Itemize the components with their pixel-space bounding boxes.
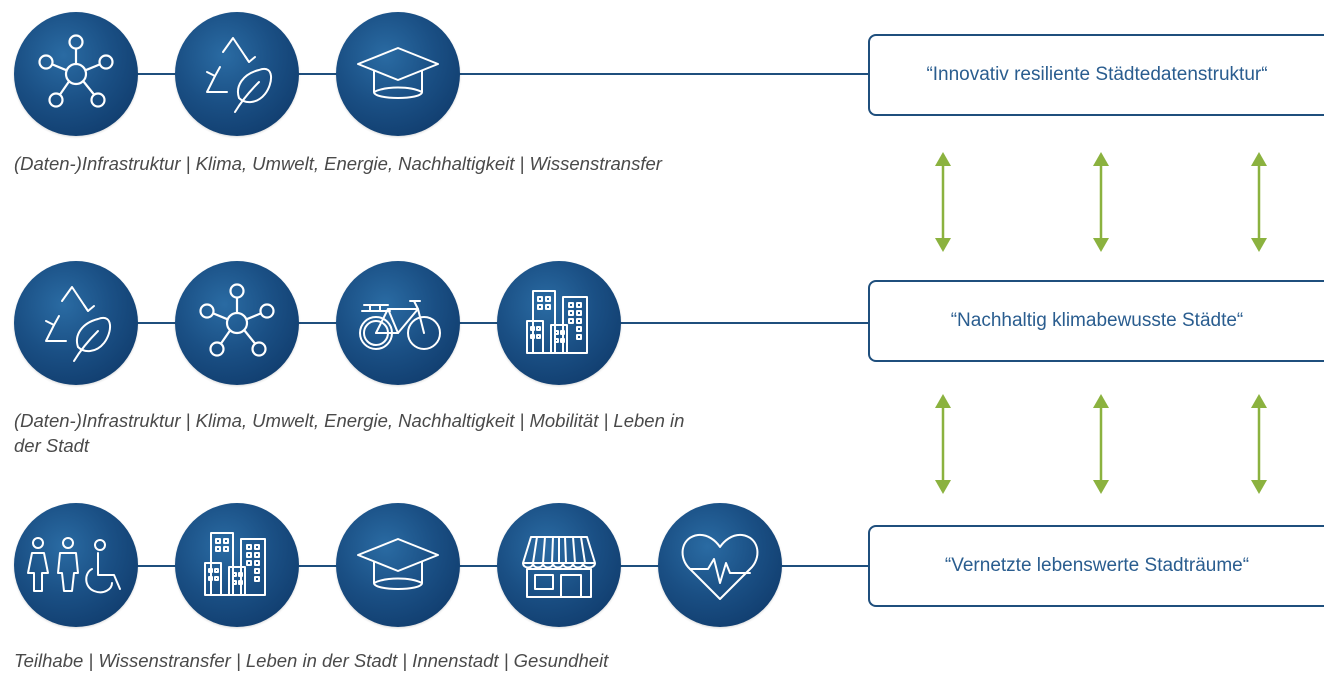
goal-box: “Innovativ resiliente Städtedatenstruktu… xyxy=(868,34,1324,116)
goal-box: “Vernetzte lebenswerte Stadträume“ xyxy=(868,525,1324,607)
double-arrow-icon xyxy=(933,392,953,496)
people-accessibility-icon xyxy=(14,503,138,627)
heart-pulse-icon xyxy=(658,503,782,627)
goal-box: “Nachhaltig klimabewusste Städte“ xyxy=(868,280,1324,362)
network-icon xyxy=(14,12,138,136)
storefront-icon xyxy=(497,503,621,627)
connector-line xyxy=(60,73,870,75)
recycle-leaf-icon xyxy=(175,12,299,136)
bicycle-icon xyxy=(336,261,460,385)
double-arrow-icon xyxy=(1249,392,1269,496)
graduation-cap-icon xyxy=(336,503,460,627)
double-arrow-icon xyxy=(1091,392,1111,496)
connector-line xyxy=(60,565,870,567)
recycle-leaf-icon xyxy=(14,261,138,385)
buildings-icon xyxy=(175,503,299,627)
row-caption-line-1: (Daten-)Infrastruktur | Klima, Umwelt, E… xyxy=(14,410,685,431)
row-caption: Teilhabe | Wissenstransfer | Leben in de… xyxy=(14,650,609,671)
graduation-cap-icon xyxy=(336,12,460,136)
buildings-icon xyxy=(497,261,621,385)
connector-line xyxy=(60,322,870,324)
row-caption-line-2: der Stadt xyxy=(14,435,90,456)
double-arrow-icon xyxy=(933,150,953,254)
double-arrow-icon xyxy=(1091,150,1111,254)
row-caption: (Daten-)Infrastruktur | Klima, Umwelt, E… xyxy=(14,153,662,174)
double-arrow-icon xyxy=(1249,150,1269,254)
network-icon xyxy=(175,261,299,385)
